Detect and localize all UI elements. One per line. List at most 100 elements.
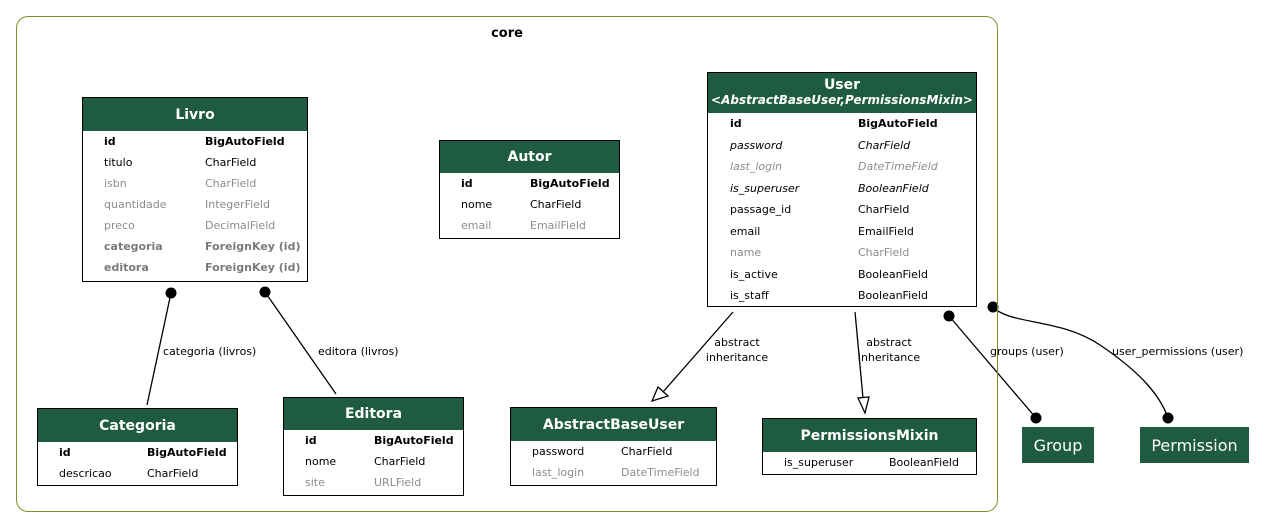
field-type: BigAutoField [530,177,610,190]
table-autor-title: Autor [507,149,552,165]
edge-user-permissionsmixin [854,311,864,399]
table-livro-header: Livro [83,98,307,131]
field-name: last_login [532,466,585,479]
edge-label-categoria: categoria (livros) [163,345,257,358]
field-name: name [730,246,762,260]
edge-label-abstract-1: abstract inheritance [702,335,772,365]
field-type: BigAutoField [205,135,285,148]
field-row: nome CharField [440,194,619,215]
field-name: id [305,434,317,447]
field-name: is_active [730,267,778,281]
field-type: CharField [621,445,673,458]
table-user-title: User [823,77,861,93]
field-row: is_superuser BooleanField [708,178,976,200]
edge-user-permission [992,306,1169,419]
edge-user-group-dot-end [1030,412,1042,424]
table-categoria-header: Categoria [38,409,237,442]
field-name: id [59,446,71,459]
edge-label-abstract-1-line1: abstract [714,336,760,349]
field-row: last_login DateTimeField [708,156,976,178]
edge-user-permission-dot-start [987,301,999,313]
field-type: DateTimeField [621,466,700,479]
field-row: id BigAutoField [708,113,976,135]
table-user[interactable]: User <AbstractBaseUser,PermissionsMixin>… [707,72,977,307]
field-name: isbn [104,177,127,190]
field-name: is_superuser [784,456,854,469]
field-name: id [730,117,742,131]
field-type: CharField [530,198,582,211]
table-autor-header: Autor [440,141,619,173]
edge-livro-editora-dot [259,286,271,298]
cluster-title: core [491,26,523,41]
field-type: EmailField [530,219,586,232]
edge-user-abstractbaseuser-arrow [650,385,670,403]
table-autor[interactable]: Autor id BigAutoField nome CharField ema… [439,140,620,239]
field-type: DecimalField [205,219,276,232]
edge-label-abstract-1-line2: inheritance [705,351,769,364]
table-permissionsmixin[interactable]: PermissionsMixin is_superuser BooleanFie… [762,418,977,475]
field-name: password [730,138,783,152]
core-cluster: core [16,16,998,512]
table-editora-header: Editora [284,398,463,430]
field-row: quantidade IntegerField [83,194,307,215]
field-row: email EmailField [708,221,976,243]
table-abstractbaseuser-title: AbstractBaseUser [542,416,685,433]
field-name: editora [104,261,149,274]
field-name: nome [461,198,493,211]
field-type: EmailField [858,224,914,238]
field-type: BooleanField [858,289,928,303]
field-row: editora ForeignKey (id) [83,257,307,278]
field-type: CharField [205,177,257,190]
field-type: BigAutoField [374,434,454,447]
field-type: BooleanField [858,267,928,281]
field-row: last_login DateTimeField [511,462,716,483]
field-name: quantidade [104,198,167,211]
table-livro[interactable]: Livro id BigAutoField titulo CharField i… [82,97,308,282]
table-user-header: User <AbstractBaseUser,PermissionsMixin> [708,73,976,113]
field-type: BigAutoField [858,117,938,131]
edge-livro-categoria [146,292,172,406]
field-type: ForeignKey (id) [205,240,301,253]
field-row: site URLField [284,472,463,493]
table-permissionsmixin-header: PermissionsMixin [763,419,976,452]
field-name: id [461,177,473,190]
edge-label-abstract-2: abstract inheritance [854,335,924,365]
field-type: CharField [205,156,257,169]
table-editora-title: Editora [344,406,403,422]
table-permissionsmixin-title: PermissionsMixin [800,427,939,444]
table-abstractbaseuser[interactable]: AbstractBaseUser password CharField last… [510,407,717,486]
field-type: CharField [858,203,910,217]
table-livro-title: Livro [175,106,215,123]
field-row: password CharField [511,441,716,462]
field-name: titulo [104,156,133,169]
edge-user-group [948,315,1037,419]
edge-label-abstract-2-line1: abstract [866,336,912,349]
edge-label-user-permissions: user_permissions (user) [1112,345,1244,358]
field-row: id BigAutoField [284,430,463,451]
field-type: IntegerField [205,198,270,211]
external-node-group[interactable]: Group [1022,427,1094,463]
field-name: is_superuser [730,181,800,195]
field-row: isbn CharField [83,173,307,194]
field-row: preco DecimalField [83,215,307,236]
field-type: URLField [374,476,422,489]
field-name: categoria [104,240,163,253]
field-row: id BigAutoField [38,442,237,463]
field-type: CharField [374,455,426,468]
field-name: is_staff [730,289,769,303]
field-row: is_active BooleanField [708,264,976,286]
table-categoria[interactable]: Categoria id BigAutoField descricao Char… [37,408,238,486]
table-editora[interactable]: Editora id BigAutoField nome CharField s… [283,397,464,496]
table-abstractbaseuser-header: AbstractBaseUser [511,408,716,441]
field-type: CharField [147,467,199,480]
field-type: BooleanField [889,456,959,469]
edge-label-abstract-2-line2: inheritance [857,351,921,364]
field-type: CharField [858,138,911,152]
external-node-permission[interactable]: Permission [1140,427,1249,463]
field-row: name CharField [708,242,976,264]
field-name: nome [305,455,337,468]
field-name: descricao [59,467,112,480]
field-name: last_login [730,160,783,174]
field-type: ForeignKey (id) [205,261,301,274]
